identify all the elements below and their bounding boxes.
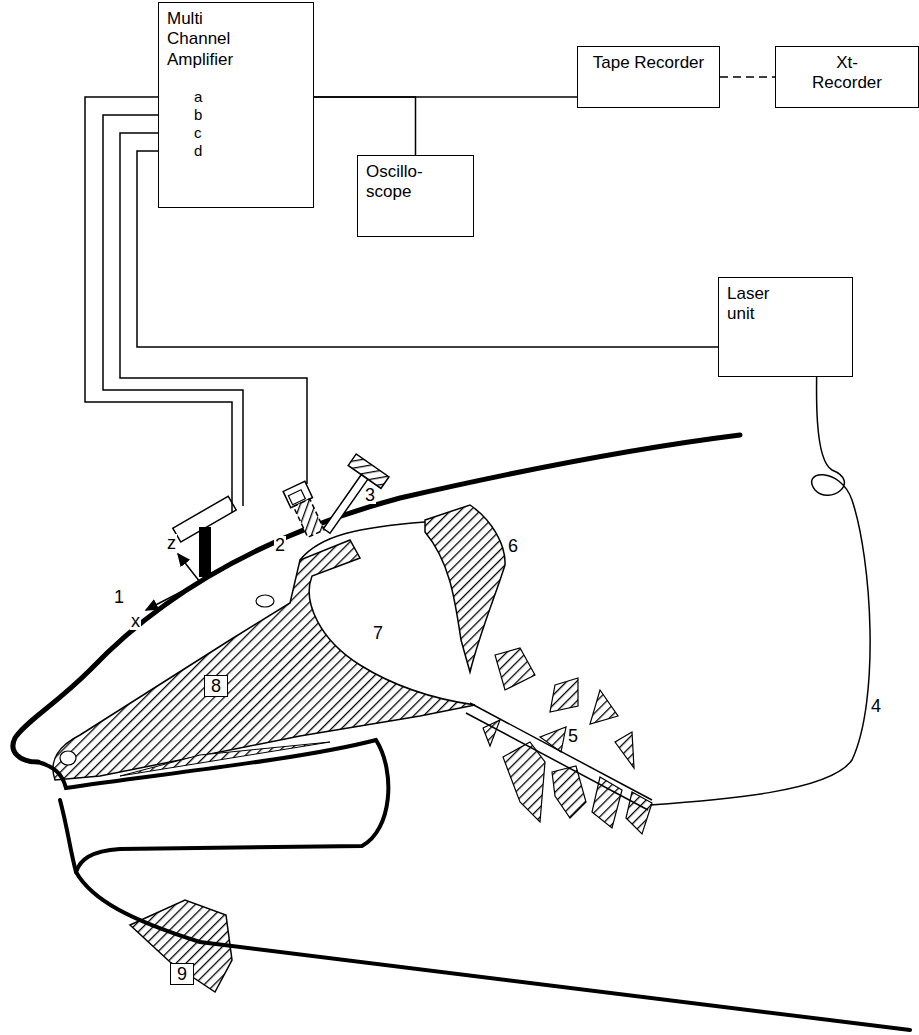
callout-number: z (166, 534, 177, 552)
box-label: Oscillo- scope (366, 162, 463, 203)
pin-label: c (193, 125, 203, 140)
signal-wire (314, 97, 416, 155)
pin-label: a (193, 89, 203, 104)
sensor-1 (171, 496, 259, 582)
box-label: Xt- Recorder (807, 53, 887, 94)
frontal-bone (425, 505, 505, 672)
box-label: Tape Recorder (593, 53, 705, 73)
ethmoid-fragments (483, 648, 652, 834)
laser-box: Laser unit (718, 277, 853, 377)
callout-number: 9 (170, 963, 194, 985)
recorder-box: Xt- Recorder (775, 46, 919, 108)
callout-number: 4 (870, 697, 882, 715)
amplifier-box: Multi Channel Amplifier (158, 2, 314, 208)
oscilloscope-box: Oscillo- scope (357, 155, 474, 237)
nasal-bone (53, 540, 475, 780)
sensor-2 (283, 481, 327, 538)
callout-number: 1 (113, 588, 125, 606)
pin-label: b (193, 107, 203, 122)
box-label: Multi Channel Amplifier (167, 9, 247, 70)
laser-fiber (466, 330, 870, 810)
callout-number: 7 (372, 624, 384, 642)
pin-label: d (193, 143, 203, 158)
signal-wire (720, 76, 775, 78)
sensor-3 (310, 454, 389, 542)
callout-number: 2 (274, 536, 286, 554)
callout-number: 5 (567, 727, 579, 745)
callout-number: 6 (507, 537, 519, 555)
callout-number: 3 (364, 486, 376, 504)
box-label: Laser unit (727, 284, 777, 325)
callout-number: x (130, 612, 141, 630)
head-outline (13, 435, 910, 1030)
recorder-box: Tape Recorder (577, 46, 720, 108)
callout-number: 8 (204, 675, 228, 697)
